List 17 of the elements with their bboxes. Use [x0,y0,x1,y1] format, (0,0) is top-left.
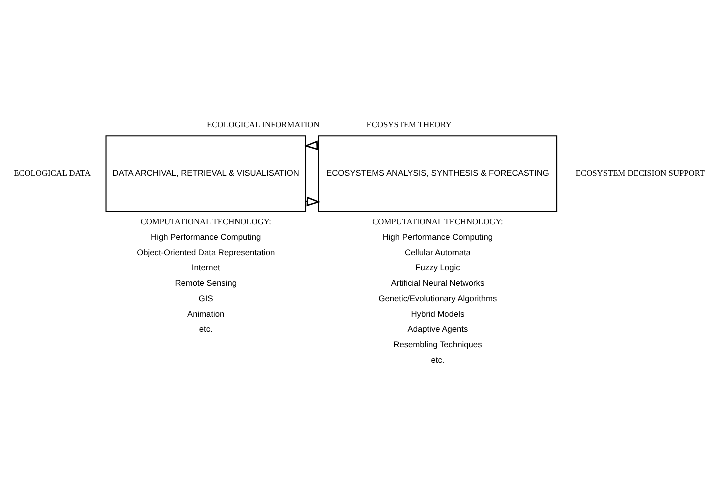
node-box: DATA ARCHIVAL, RETRIEVAL & VISUALISATION [106,135,306,212]
label: Internet [192,262,220,272]
label: Hybrid Models [411,308,465,318]
label: Animation [188,308,225,318]
label: Adaptive Agents [408,324,468,334]
label: Remote Sensing [175,278,238,288]
label: Object-Oriented Data Representation [137,246,276,257]
label: GIS [198,292,214,303]
label: Cellular Automata [404,246,471,257]
label: etc. [431,354,445,364]
label: Resembling Techniques [394,338,482,349]
label: High Performance Computing [151,231,262,242]
label: Artificial Neural Networks [391,278,485,288]
label: etc. [199,324,213,334]
label: Fuzzy Logic [416,262,460,272]
label: High Performance Computing [382,231,494,242]
label: Genetic/Evolutionary Algorithms [378,292,498,303]
